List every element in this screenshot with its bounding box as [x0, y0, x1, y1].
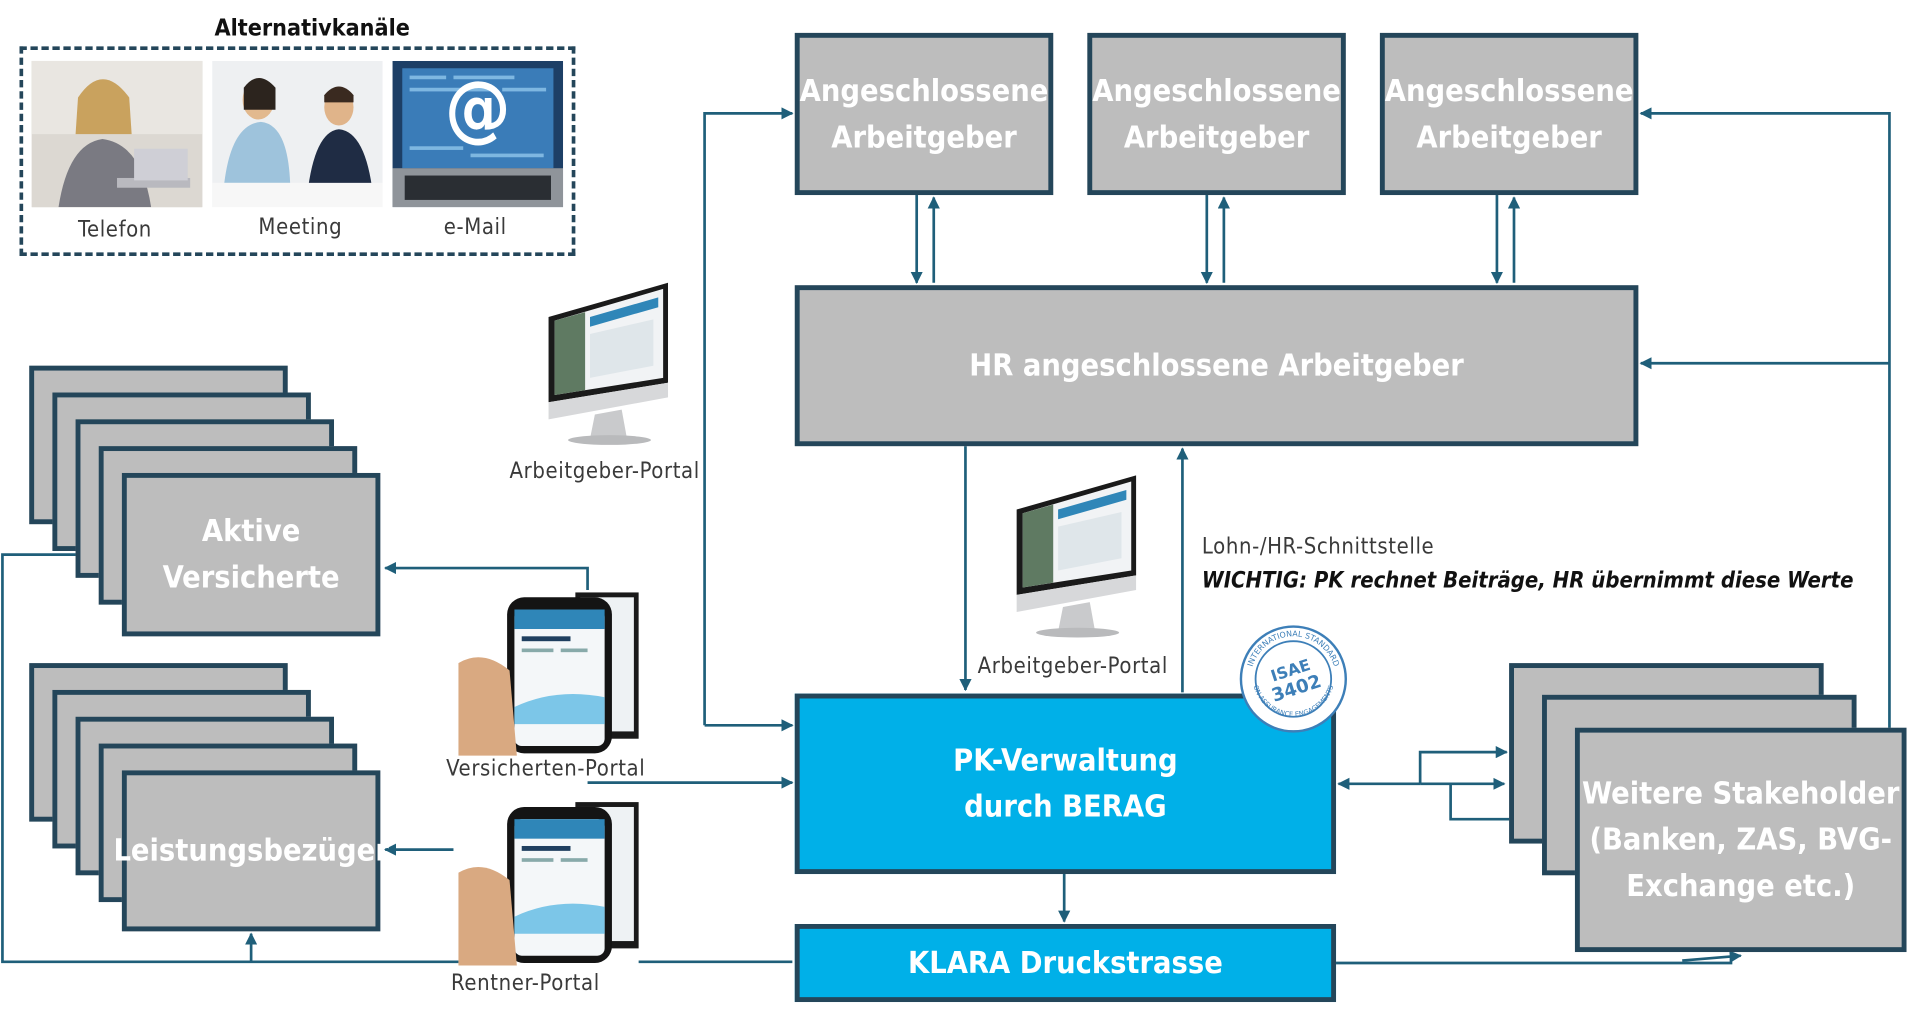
hr-box: HR angeschlossene Arbeitgeber	[794, 285, 1639, 447]
alt-channels-frame	[19, 46, 576, 256]
phone-portal-image	[458, 589, 639, 761]
employer-box-1-line1: Angeschlossene	[799, 72, 1049, 108]
employer-box-1-line2: Arbeitgeber	[831, 118, 1017, 155]
employer-box-3-line2: Arbeitgeber	[1416, 118, 1602, 155]
versicherten-portal-caption: Versicherten-Portal	[446, 755, 646, 782]
at-sign-icon: @	[444, 65, 511, 152]
leistungsbezueger-box: Leistungsbezüger	[113, 770, 389, 932]
aktive-line2: Versicherte	[162, 559, 340, 595]
monitor-icon	[536, 280, 673, 453]
telefon-photo	[31, 60, 203, 208]
aktive-line1: Aktive	[201, 513, 301, 549]
monitor-icon	[1004, 473, 1141, 646]
klara-druckstrasse-box: KLARA Druckstrasse	[794, 924, 1337, 1003]
pk-line2: durch BERAG	[964, 788, 1167, 825]
telefon-caption: Telefon	[78, 216, 152, 243]
rentner-portal-caption: Rentner-Portal	[451, 970, 600, 996]
employer-box-2-line2: Arbeitgeber	[1123, 118, 1310, 155]
alt-channels-title: Alternativkanäle	[214, 14, 410, 42]
stakeholder-line3: Exchange etc.)	[1626, 867, 1856, 904]
email-photo: @	[392, 60, 564, 208]
email-caption: e-Mail	[443, 214, 507, 241]
pk-line1: PK-Verwaltung	[953, 742, 1178, 778]
pk-verwaltung-box: PK-Verwaltung durch BERAG	[794, 693, 1337, 875]
phone-portal-image	[458, 799, 639, 971]
ag-portal-mid-caption: Arbeitgeber-Portal	[977, 653, 1168, 679]
employer-box-2-line1: Angeschlossene	[1092, 72, 1341, 108]
important-note: WICHTIG: PK rechnet Beiträge, HR übernim…	[1201, 568, 1854, 594]
meeting-photo	[212, 60, 383, 208]
employer-box-3-line1: Angeschlossene	[1384, 72, 1634, 108]
stakeholder-line1: Weitere Stakeholder	[1582, 775, 1900, 811]
stakeholder-box: Weitere Stakeholder (Banken, ZAS, BVG- Exc…	[1574, 727, 1907, 953]
interface-label: Lohn-/HR-Schnittstelle	[1201, 533, 1435, 560]
isae-seal-icon: INTERNATIONAL STANDARD ON ASSURANCE ENGA…	[1239, 624, 1349, 739]
stakeholder-line2: (Banken, ZAS, BVG-	[1589, 821, 1892, 857]
ag-portal-top-caption: Arbeitgeber-Portal	[509, 458, 700, 484]
meeting-caption: Meeting	[258, 214, 343, 241]
